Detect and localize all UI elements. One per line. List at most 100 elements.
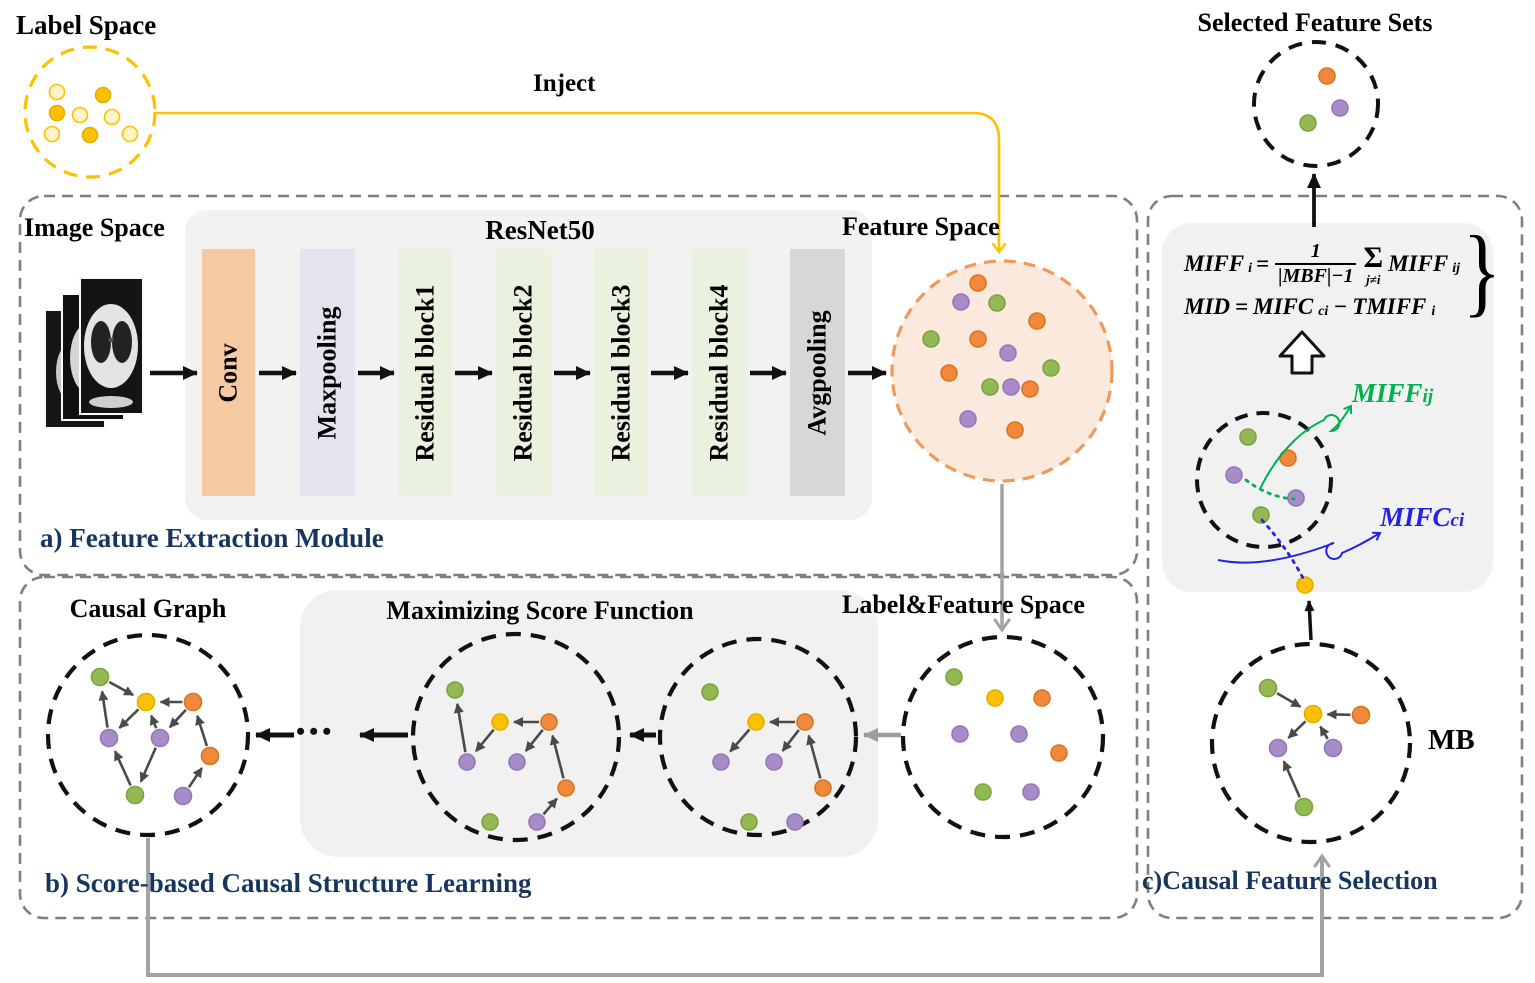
resnet-title: ResNet50	[485, 215, 595, 245]
miff-dotted-line	[1244, 478, 1296, 501]
formula-minus: −	[1333, 294, 1348, 319]
dot-feature-space-4	[922, 330, 940, 348]
block-residual-2: Residual block2	[496, 249, 551, 496]
dot-selected-feature-sets-2	[1299, 114, 1317, 132]
block-residual-1-label: Residual block1	[410, 284, 439, 461]
cluster-mif-circle	[1195, 411, 1333, 549]
block-residual-4: Residual block4	[692, 249, 747, 496]
formula-mifc-sub: ci	[1318, 304, 1329, 319]
cluster-label-feature-space	[900, 634, 1106, 840]
ellipsis-dots: •••	[296, 717, 336, 746]
dot-mif-circle-0	[1239, 428, 1257, 446]
formula-frac-den: |MBF|−1	[1275, 263, 1357, 288]
dot-score-circle-2-7	[786, 813, 804, 831]
dot-label-feature-space-6	[974, 783, 992, 801]
miffij-sub: ij	[1422, 386, 1434, 407]
dot-score-circle-1-5	[557, 779, 575, 797]
dot-score-circle-2-5	[814, 779, 832, 797]
dot-causal-graph-3	[99, 728, 119, 748]
dot-feature-space-8	[940, 364, 958, 382]
dot-feature-space-13	[1006, 421, 1024, 439]
dot-label-feature-space-1	[986, 689, 1004, 707]
dot-label-space-6	[81, 126, 99, 144]
dot-label-feature-space-0	[945, 668, 963, 686]
dot-feature-space-0	[969, 274, 987, 292]
ct-image-stack	[44, 277, 144, 429]
edge-causal-graph-7-5	[187, 767, 203, 789]
dot-feature-space-5	[969, 330, 987, 348]
dot-causal-graph-6	[125, 785, 145, 805]
formula-brace: }	[1462, 215, 1502, 326]
dot-score-circle-1-3	[458, 753, 476, 771]
block-maxpooling: Maxpooling	[300, 249, 355, 496]
section-b-label: b) Score-based Causal Structure Learning	[45, 868, 532, 898]
dot-causal-graph-1	[136, 692, 156, 712]
block-residual-3-label: Residual block3	[606, 284, 635, 461]
module-c-box	[1146, 194, 1524, 920]
dot-feature-space-2	[988, 294, 1006, 312]
dot-mif-circle-2	[1225, 466, 1243, 484]
dot-causal-graph-4	[150, 728, 170, 748]
miffij-main: MIFF	[1352, 378, 1423, 408]
edge-score-circle-2-5-2	[806, 734, 822, 779]
mifcci-main: MIFC	[1380, 502, 1451, 532]
module-b-box	[18, 575, 1139, 920]
sigma-symbol: Σ	[1363, 240, 1384, 274]
edge-score-circle-1-7-5	[542, 797, 558, 816]
edge-mb-circle-5-3	[1282, 760, 1301, 798]
formula-sigma-wrap: Σ j≠i	[1363, 240, 1384, 286]
section-a-label: a) Feature Extraction Module	[40, 523, 384, 553]
formula-tmiff: TMIFF	[1352, 294, 1427, 319]
dot-feature-space-7	[1042, 359, 1060, 377]
dot-mb-circle-0	[1258, 678, 1278, 698]
edge-score-circle-2-2-4	[781, 729, 800, 752]
dot-score-circle-1-0	[446, 681, 464, 699]
dot-score-circle-1-1	[491, 713, 509, 731]
dot-selected-feature-sets-0	[1318, 67, 1336, 85]
block-residual-4-label: Residual block4	[704, 284, 734, 461]
module-a-box	[18, 194, 1139, 577]
feature-space-title: Feature Space	[842, 212, 1000, 241]
mifcci-annotation: MIFCci	[1380, 502, 1464, 533]
section-c-label: c)Causal Feature Selection	[1142, 866, 1438, 895]
dot-score-circle-2-3	[712, 753, 730, 771]
max-score-title: Maximizing Score Function	[386, 596, 694, 625]
dot-label-space-4	[103, 108, 121, 126]
block-conv-label: Conv	[213, 342, 243, 403]
cluster-label-space	[23, 45, 157, 179]
block-conv: Conv	[202, 249, 255, 496]
dot-score-circle-1-7	[528, 813, 546, 831]
miffij-annotation: MIFFij	[1352, 378, 1433, 409]
dot-feature-space-10	[1002, 378, 1020, 396]
edge-score-circle-1-2-4	[524, 728, 544, 752]
dot-mb-circle-4	[1323, 738, 1343, 758]
dot-score-circle-2-6	[740, 813, 758, 831]
formula-panel	[1162, 223, 1493, 592]
dot-label-space-3	[71, 106, 89, 124]
dot-label-feature-space-5	[1050, 744, 1068, 762]
formula-miff2-sub: ij	[1452, 261, 1460, 276]
dot-score-circle-2-0	[701, 683, 719, 701]
edge-score-circle-1-5-2	[549, 734, 565, 779]
formula-miff1-sub: i	[1248, 261, 1252, 276]
cluster-feature-space	[890, 259, 1114, 483]
mb-label: MB	[1428, 724, 1475, 756]
standalone-dot-0	[1296, 576, 1314, 594]
dot-feature-space-9	[981, 378, 999, 396]
formula-eq1: =	[1255, 251, 1270, 276]
dot-mb-circle-2	[1351, 705, 1371, 725]
edge-causal-graph-0-1	[108, 680, 135, 697]
formula-mifc: MIFC	[1253, 294, 1314, 319]
edge-causal-graph-6-3	[113, 750, 132, 786]
edge-causal-graph-3-0	[98, 690, 109, 728]
dot-label-space-7	[121, 125, 139, 143]
dot-feature-space-6	[999, 344, 1017, 362]
dot-mif-circle-3	[1287, 489, 1305, 507]
dot-feature-space-12	[959, 410, 977, 428]
edge-mb-circle-1-3	[1287, 720, 1307, 739]
formula-miff1: MIFF	[1184, 251, 1245, 276]
dot-feature-space-1	[952, 293, 970, 311]
